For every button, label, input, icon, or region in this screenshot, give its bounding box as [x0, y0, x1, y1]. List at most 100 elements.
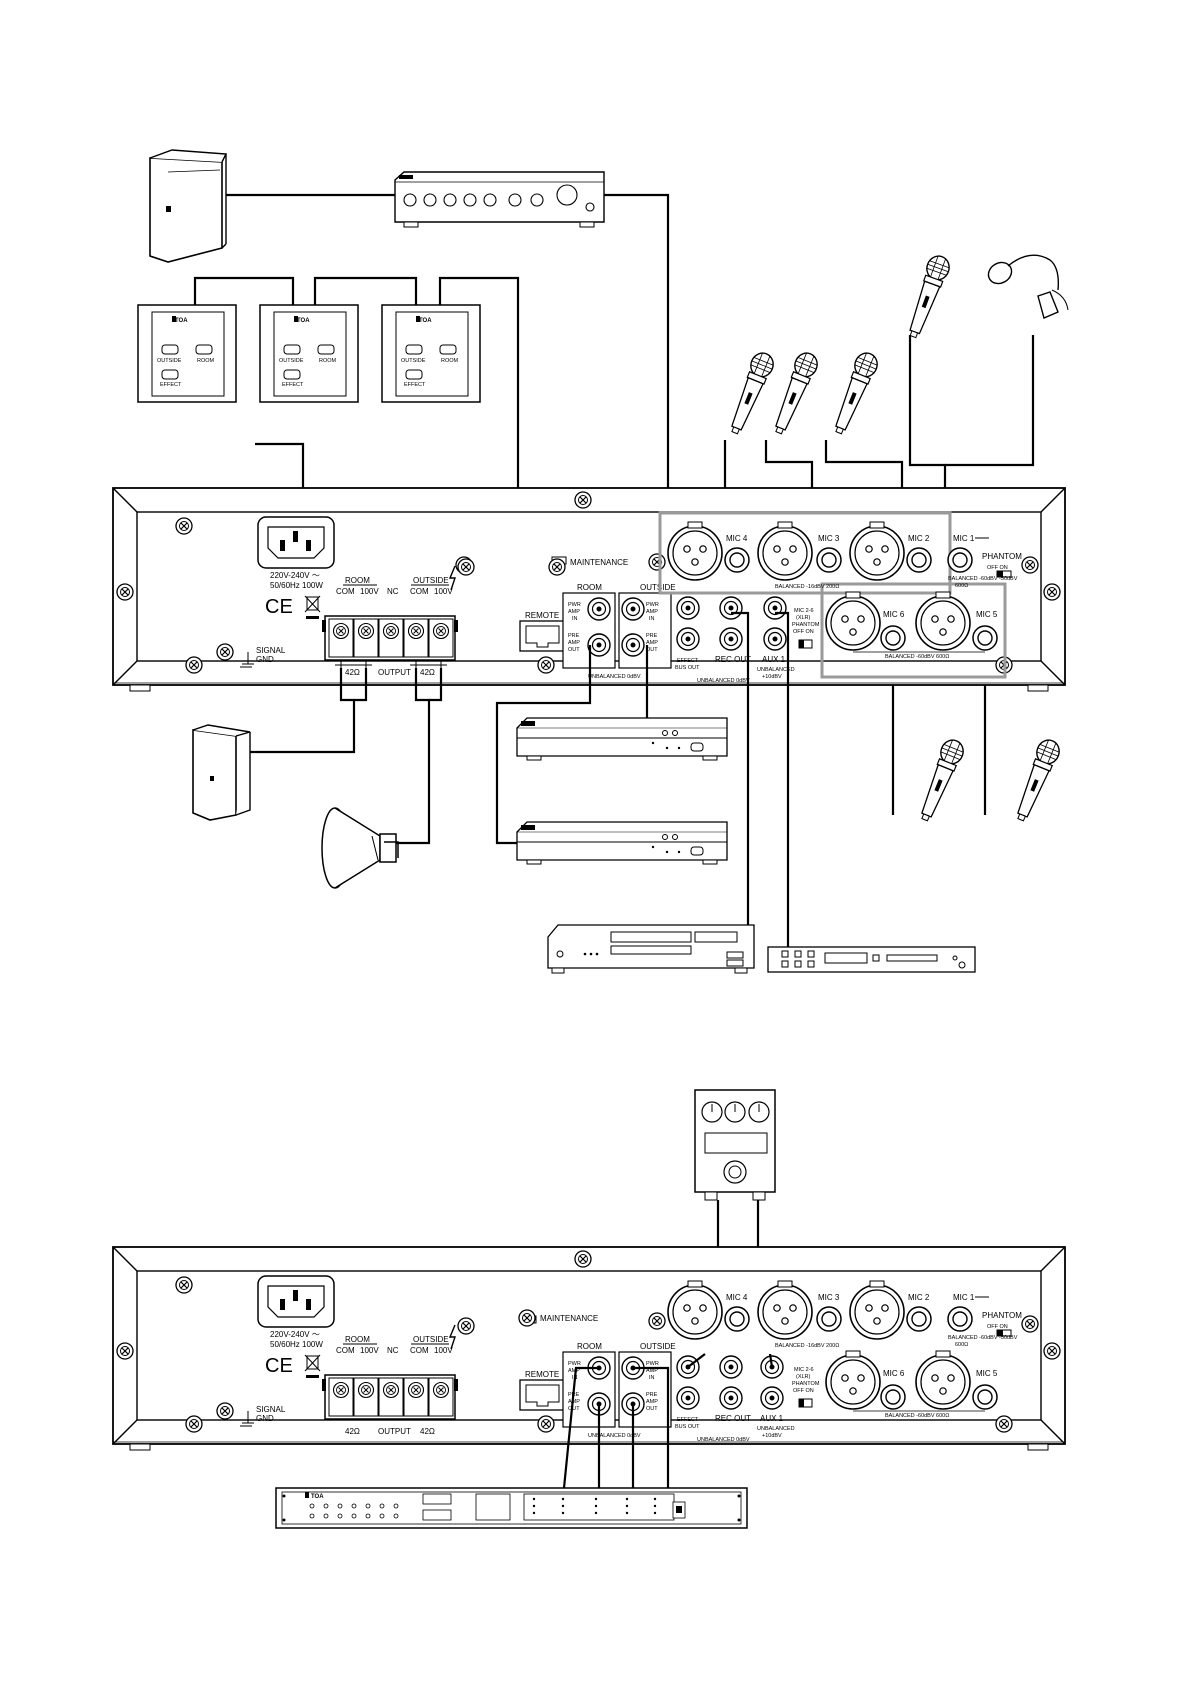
svg-text:OUTSIDE: OUTSIDE [640, 1342, 676, 1351]
svg-text:MIC 2-6: MIC 2-6 [794, 1367, 814, 1373]
svg-text:GND: GND [256, 655, 274, 664]
svg-text:OUTPUT: OUTPUT [378, 668, 411, 677]
svg-text:ROOM: ROOM [441, 358, 459, 364]
svg-text:+10dBV: +10dBV [762, 674, 782, 680]
svg-text:100V: 100V [360, 587, 379, 596]
svg-text:BALANCED -16dBV 200Ω: BALANCED -16dBV 200Ω [775, 584, 839, 590]
svg-text:SIGNAL: SIGNAL [256, 646, 286, 655]
cd-player-icon [547, 924, 755, 974]
svg-text:IN: IN [649, 1375, 655, 1381]
svg-text:AMP: AMP [646, 609, 658, 615]
svg-text:42Ω: 42Ω [345, 1427, 360, 1436]
svg-text:AUX 1: AUX 1 [760, 1414, 784, 1423]
svg-text:100V: 100V [434, 1346, 453, 1355]
svg-text:BUS OUT: BUS OUT [675, 1424, 700, 1430]
svg-text:REMOTE: REMOTE [525, 611, 559, 620]
svg-text:OUT: OUT [568, 647, 580, 653]
svg-text:COM: COM [410, 587, 429, 596]
speaker-icon-room [192, 724, 251, 821]
svg-text:AMP: AMP [568, 1399, 580, 1405]
svg-text:PHANTOM: PHANTOM [792, 1381, 820, 1387]
svg-text:ROOM: ROOM [345, 1335, 370, 1344]
svg-text:(XLR): (XLR) [796, 615, 811, 621]
svg-text:UNBALANCED: UNBALANCED [757, 667, 795, 673]
svg-text:REC OUT: REC OUT [715, 655, 751, 664]
svg-text:BUS OUT: BUS OUT [675, 665, 700, 671]
svg-text:AMP: AMP [646, 1399, 658, 1405]
svg-text:BALANCED -60dBV 600Ω: BALANCED -60dBV 600Ω [885, 1413, 949, 1419]
svg-text:MAINTENANCE: MAINTENANCE [540, 1314, 598, 1323]
svg-text:PWR: PWR [646, 1361, 659, 1367]
svg-text:600Ω: 600Ω [955, 583, 968, 589]
svg-text:OUT: OUT [646, 647, 658, 653]
svg-text:100V: 100V [360, 1346, 379, 1355]
svg-text:TOA: TOA [175, 318, 188, 324]
svg-text:PHANTOM: PHANTOM [982, 552, 1022, 561]
svg-text:NC: NC [387, 587, 399, 596]
remote-panel-2: TOA OUTSIDE ROOM EFFECT [259, 304, 359, 403]
svg-text:PWR: PWR [568, 602, 581, 608]
svg-text:220V-240V ～: 220V-240V ～ [270, 571, 320, 580]
speaker-icon [149, 149, 228, 263]
svg-text:220V-240V ～: 220V-240V ～ [270, 1330, 320, 1339]
svg-text:NC: NC [387, 1346, 399, 1355]
svg-text:100V: 100V [434, 587, 453, 596]
svg-text:UNBALANCED 0dBV: UNBALANCED 0dBV [588, 674, 641, 680]
svg-text:ROOM: ROOM [577, 1342, 602, 1351]
svg-text:OFF ON: OFF ON [793, 1388, 814, 1394]
svg-text:UNBALANCED 0dBV: UNBALANCED 0dBV [697, 678, 750, 684]
svg-text:OUTPUT: OUTPUT [378, 1427, 411, 1436]
effect-loop-wires [687, 1353, 774, 1368]
svg-text:ROOM: ROOM [197, 358, 215, 364]
dsp-wires [562, 1366, 670, 1489]
svg-text:AMP: AMP [646, 640, 658, 646]
svg-text:AUX 1: AUX 1 [762, 655, 786, 664]
svg-text:OUT: OUT [646, 1406, 658, 1412]
svg-text:AMP: AMP [568, 1368, 580, 1374]
svg-text:CE: CE [265, 1355, 293, 1377]
svg-text:REMOTE: REMOTE [525, 1370, 559, 1379]
remote-panel-3: TOA OUTSIDE ROOM EFFECT [381, 304, 481, 403]
svg-text:MIC 3: MIC 3 [818, 1293, 840, 1302]
svg-text:UNBALANCED 0dBV: UNBALANCED 0dBV [697, 1437, 750, 1443]
svg-text:600Ω: 600Ω [955, 1342, 968, 1348]
svg-text:UNBALANCED: UNBALANCED [757, 1426, 795, 1432]
svg-text:ROOM: ROOM [319, 358, 337, 364]
svg-text:TOA: TOA [311, 1494, 324, 1500]
svg-text:PRE: PRE [568, 633, 580, 639]
speaker-wires [250, 668, 443, 845]
svg-text:OUTSIDE: OUTSIDE [279, 358, 304, 364]
svg-text:50/60Hz 100W: 50/60Hz 100W [270, 1340, 323, 1349]
svg-text:EFFECT: EFFECT [677, 1417, 699, 1423]
svg-text:AMP: AMP [568, 609, 580, 615]
svg-text:OFF ON: OFF ON [987, 1324, 1008, 1330]
svg-text:BALANCED -16dBV 200Ω: BALANCED -16dBV 200Ω [775, 1343, 839, 1349]
svg-text:MAINTENANCE: MAINTENANCE [570, 558, 628, 567]
svg-text:(XLR): (XLR) [796, 1374, 811, 1380]
svg-text:ROOM: ROOM [577, 583, 602, 592]
svg-text:MIC 3: MIC 3 [818, 534, 840, 543]
svg-text:42Ω: 42Ω [420, 1427, 435, 1436]
svg-text:PWR: PWR [568, 1361, 581, 1367]
svg-text:MIC 2-6: MIC 2-6 [794, 608, 814, 614]
svg-text:ROOM: ROOM [345, 576, 370, 585]
svg-text:42Ω: 42Ω [345, 668, 360, 677]
svg-text:OUTSIDE: OUTSIDE [413, 1335, 449, 1344]
svg-text:MIC 1: MIC 1 [953, 534, 975, 543]
svg-text:+10dBV: +10dBV [762, 1433, 782, 1439]
svg-text:MIC 4: MIC 4 [726, 534, 748, 543]
svg-text:MIC 6: MIC 6 [883, 610, 905, 619]
main-unit-rear-panel-bottom: 220V-240V ～ 50/60Hz 100W CE SIGNAL GND R… [112, 1246, 1066, 1451]
mixer-icon [394, 171, 605, 228]
svg-text:MIC 2: MIC 2 [908, 1293, 930, 1302]
svg-text:BALANCED -60dBV 600Ω: BALANCED -60dBV 600Ω [885, 654, 949, 660]
svg-text:AMP: AMP [646, 1368, 658, 1374]
dsp-processor-icon: TOA [275, 1487, 748, 1529]
svg-text:MIC 4: MIC 4 [726, 1293, 748, 1302]
amplifier-icon [516, 717, 728, 865]
svg-text:OUTSIDE: OUTSIDE [157, 358, 182, 364]
svg-text:OUTSIDE: OUTSIDE [640, 583, 676, 592]
svg-text:PHANTOM: PHANTOM [982, 1311, 1022, 1320]
svg-text:MIC 1: MIC 1 [953, 1293, 975, 1302]
remote-panel-1: TOA OUTSIDE ROOM EFFECT [137, 304, 237, 403]
